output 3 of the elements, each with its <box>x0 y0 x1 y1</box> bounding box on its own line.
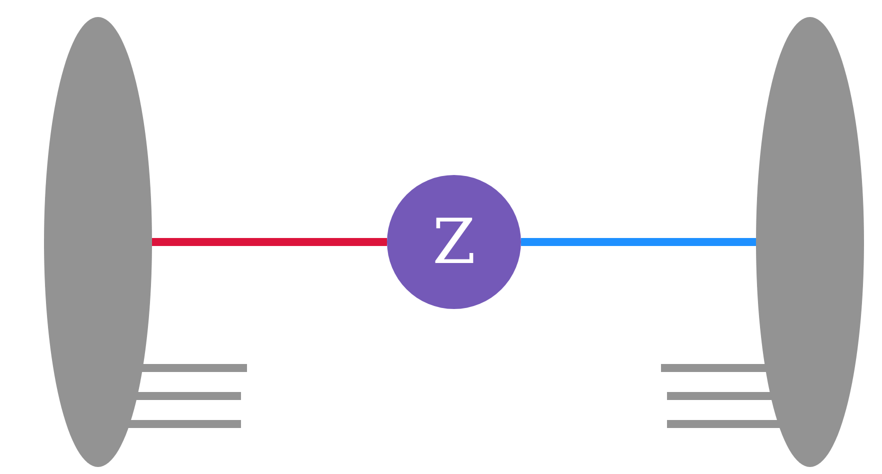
line <box>152 238 387 246</box>
node-label: Z <box>432 211 476 273</box>
line <box>521 238 756 246</box>
